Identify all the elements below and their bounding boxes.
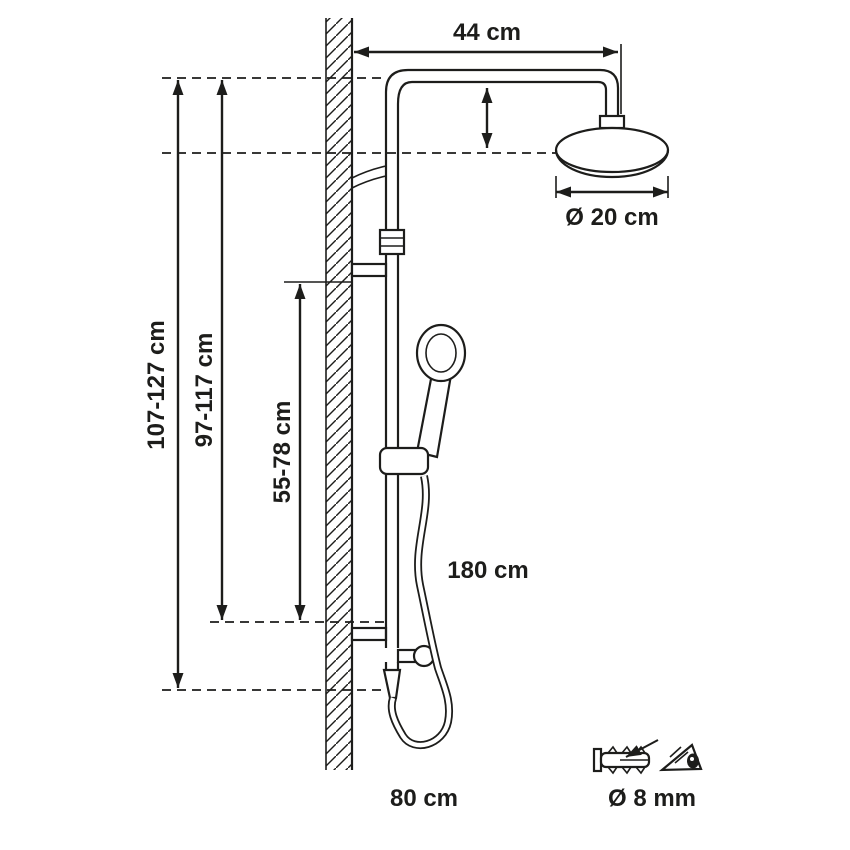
- label-head-diameter: Ø 20 cm: [565, 204, 658, 231]
- head-connector-flange: [598, 114, 626, 130]
- label-overall-height: 107-127 cm: [143, 320, 170, 449]
- dimension-lines: [172, 44, 669, 688]
- wall-inlet: [351, 165, 387, 189]
- riser-arm-pipe-outer: [384, 68, 620, 230]
- hand-shower-head: [415, 323, 467, 383]
- plug-tip-split: [669, 746, 689, 764]
- shower-column: [350, 68, 670, 750]
- lower-wall-bracket: [350, 626, 388, 642]
- label-slide-bar-range: 55-78 cm: [269, 401, 296, 504]
- plug-arrow: [625, 739, 659, 758]
- reference-guides: [162, 77, 556, 691]
- dimension-labels: 44 cm Ø 20 cm 107-127 cm 97-117 cm 55-78…: [143, 19, 696, 812]
- label-bottom-length: 80 cm: [390, 785, 458, 812]
- plug-hole: [687, 753, 699, 769]
- hand-shower-handle: [415, 373, 453, 459]
- hose-outlet-cone: [382, 668, 402, 700]
- diverter-valve: [382, 644, 436, 700]
- label-hose-length: 180 cm: [447, 557, 528, 584]
- riser-arm-pipe-inner: [396, 80, 608, 230]
- label-head-height: 97-117 cm: [191, 333, 218, 448]
- upper-wall-bracket: [350, 262, 388, 278]
- shower-hose: [387, 475, 453, 750]
- rain-shower-head: [554, 126, 670, 179]
- hand-shower-holder: [378, 446, 430, 476]
- wall-hatch: [325, 18, 354, 770]
- label-arm-projection: 44 cm: [453, 19, 521, 46]
- plug-fins-bottom: [607, 766, 646, 775]
- wall-plug-icon: [592, 739, 703, 775]
- pipe-union: [378, 228, 406, 256]
- label-wall-plug-diameter: Ø 8 mm: [608, 785, 696, 812]
- plug-hole-highlight: [690, 757, 694, 761]
